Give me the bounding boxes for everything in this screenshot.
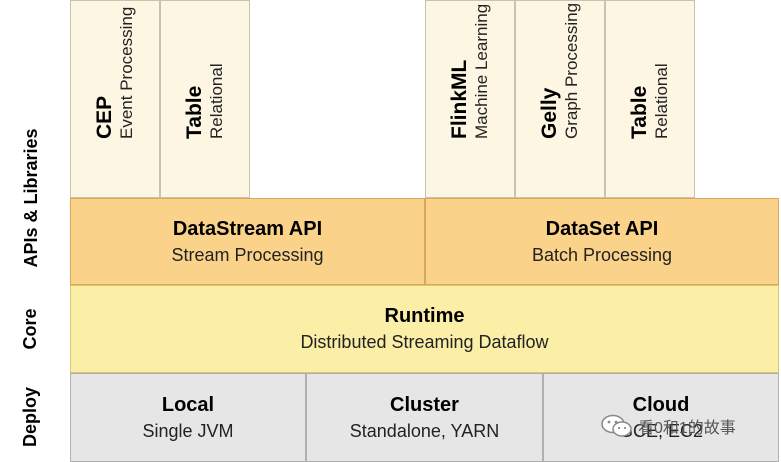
deploy-cluster-box: Cluster Standalone, YARN: [306, 373, 543, 462]
library-gelly-subtitle: Graph Processing: [562, 3, 582, 140]
deploy-cloud-subtitle: GCE, EC2: [618, 420, 704, 441]
library-table-batch: Table Relational: [605, 0, 695, 198]
deploy-local-box: Local Single JVM: [70, 373, 306, 462]
watermark-text: 看0和1的故事: [638, 420, 736, 437]
library-cep-title: CEP: [93, 96, 116, 140]
dataset-api-box: DataSet API Batch Processing: [425, 198, 779, 285]
library-table-batch-subtitle: Relational: [652, 63, 672, 140]
band-label-deploy: Deploy: [20, 387, 40, 448]
datastream-api-subtitle: Stream Processing: [171, 244, 324, 265]
runtime-subtitle: Distributed Streaming Dataflow: [300, 332, 549, 352]
library-table-stream-subtitle: Relational: [207, 63, 227, 140]
band-label-core: Core: [20, 308, 40, 350]
deploy-cluster-title: Cluster: [390, 393, 459, 416]
watermark: 看0和1的故事: [600, 414, 736, 438]
library-flinkml: FlinkML Machine Learning: [425, 0, 515, 198]
library-flinkml-title: FlinkML: [448, 59, 471, 140]
library-table-stream-title: Table: [183, 86, 206, 140]
deploy-cluster-subtitle: Standalone, YARN: [349, 420, 500, 441]
dataset-api-subtitle: Batch Processing: [531, 244, 673, 265]
dataset-api-title: DataSet API: [545, 217, 659, 240]
wechat-icon: [601, 414, 632, 437]
deploy-local-subtitle: Single JVM: [142, 420, 234, 441]
runtime-title: Runtime: [384, 305, 465, 327]
deploy-local-title: Local: [161, 393, 215, 416]
library-table-stream: Table Relational: [160, 0, 250, 198]
library-gelly: Gelly Graph Processing: [515, 0, 605, 198]
band-label-apis: APIs & Libraries: [21, 128, 41, 268]
library-flinkml-subtitle: Machine Learning: [472, 4, 492, 140]
datastream-api-title: DataStream API: [172, 217, 323, 240]
datastream-api-box: DataStream API Stream Processing: [70, 198, 425, 285]
library-gelly-title: Gelly: [538, 87, 561, 140]
deploy-cloud-box: Cloud GCE, EC2: [543, 373, 779, 462]
runtime-box: Runtime Distributed Streaming Dataflow: [70, 285, 779, 373]
library-cep-subtitle: Event Processing: [117, 7, 137, 140]
deploy-cloud-title: Cloud: [632, 393, 690, 416]
library-table-batch-title: Table: [628, 86, 651, 140]
library-cep: CEP Event Processing: [70, 0, 160, 198]
